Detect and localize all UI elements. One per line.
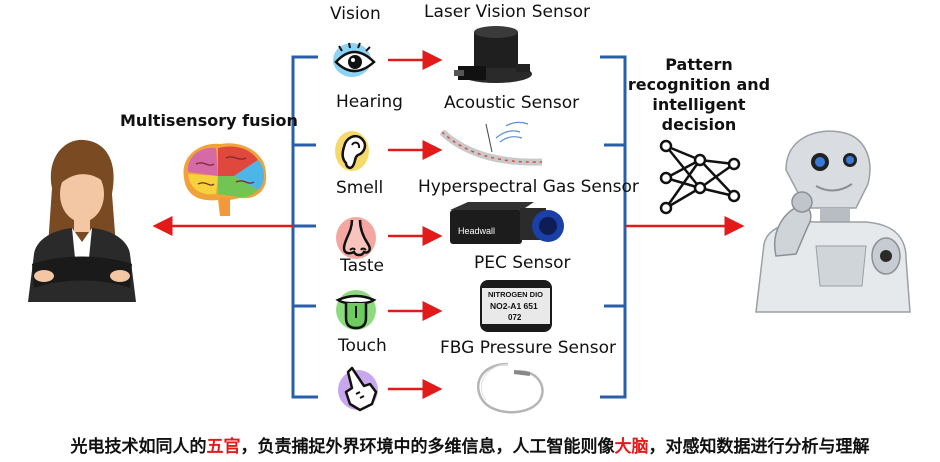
sensor-print-line-2: NO2-A1 651 bbox=[490, 301, 538, 311]
sense-label-vision: Vision bbox=[330, 4, 381, 24]
sensor-label-fbg-pressure: FBG Pressure Sensor bbox=[440, 338, 616, 358]
neural-network-icon bbox=[656, 138, 744, 220]
bottom-caption: 光电技术如同人的五官，负责捕捉外界环境中的多维信息，人工智能则像大脑，对感知数据… bbox=[0, 432, 940, 457]
caption-part-1: 光电技术如同人的 bbox=[70, 437, 207, 457]
sense-label-smell: Smell bbox=[336, 178, 384, 198]
sensor-label-hyperspectral-gas: Hyperspectral Gas Sensor bbox=[418, 177, 639, 197]
tongue-icon bbox=[332, 286, 380, 334]
pattern-recognition-title: Pattern recognition and intelligent deci… bbox=[627, 55, 771, 134]
caption-part-3: ，对感知数据进行分析与理解 bbox=[648, 437, 870, 457]
hand-icon bbox=[334, 364, 384, 414]
sense-label-touch: Touch bbox=[338, 336, 387, 356]
human-woman-illustration bbox=[22, 138, 140, 302]
sensor-label-pec: PEC Sensor bbox=[474, 253, 571, 273]
laser-vision-sensor-image bbox=[452, 22, 538, 88]
nose-icon bbox=[334, 212, 380, 262]
sense-label-hearing: Hearing bbox=[336, 92, 403, 112]
sense-label-taste: Taste bbox=[340, 256, 384, 276]
multisensory-fusion-title: Multisensory fusion bbox=[120, 111, 298, 130]
ear-icon bbox=[332, 125, 378, 175]
caption-highlight-brain: 大脑 bbox=[614, 437, 649, 457]
caption-part-2: ，负责捕捉外界环境中的多维信息，人工智能则像 bbox=[240, 437, 615, 457]
sensor-label-acoustic: Acoustic Sensor bbox=[444, 93, 580, 113]
sensor-label-laser-vision: Laser Vision Sensor bbox=[424, 2, 591, 22]
pec-sensor-image: Headwall bbox=[444, 198, 570, 252]
fbg-gas-sensor-image: NITROGEN DIO NO2-A1 651 072 bbox=[478, 274, 554, 338]
robot-illustration bbox=[746, 126, 914, 313]
caption-highlight-five-senses: 五官 bbox=[206, 437, 241, 457]
eye-icon bbox=[330, 36, 380, 82]
sensor-print-line-1: NITROGEN DIO bbox=[488, 290, 543, 299]
fbg-pressure-sensor-image bbox=[468, 358, 550, 420]
brain-icon bbox=[174, 136, 272, 220]
sensor-print-line-3: 072 bbox=[508, 313, 522, 322]
headwall-brand-text: Headwall bbox=[458, 226, 495, 236]
acoustic-sensor-image bbox=[436, 118, 548, 174]
